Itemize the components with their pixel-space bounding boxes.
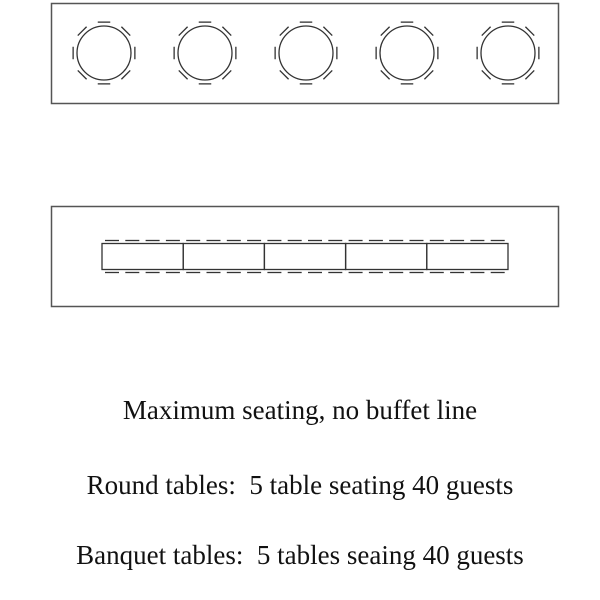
banquet-table-top xyxy=(344,242,428,271)
chair xyxy=(120,26,131,37)
chair xyxy=(178,26,189,37)
chair xyxy=(279,26,290,37)
round-table-top xyxy=(76,25,132,81)
chair xyxy=(178,69,189,80)
banquet-table-top xyxy=(101,242,184,271)
chair xyxy=(77,69,88,80)
caption-round-tables: Round tables: 5 table seating 40 guests xyxy=(86,470,514,500)
chair xyxy=(481,69,492,80)
round-table-top xyxy=(379,25,435,81)
round-table-top xyxy=(177,25,233,81)
chair xyxy=(77,26,88,37)
banquet-table-top xyxy=(182,242,266,271)
chair xyxy=(120,69,131,80)
chair xyxy=(481,26,492,37)
round-room-outline xyxy=(50,2,560,105)
banquet-tables xyxy=(101,239,509,274)
banquet-table xyxy=(182,239,266,274)
chair xyxy=(423,26,434,37)
round-table xyxy=(375,21,439,85)
chair xyxy=(423,69,434,80)
caption-title: Maximum seating, no buffet line xyxy=(122,395,478,425)
banquet-room-outline xyxy=(50,205,560,308)
caption-banquet-tables: Banquet tables: 5 tables seaing 40 guest… xyxy=(76,540,524,570)
chair xyxy=(221,69,232,80)
banquet-table xyxy=(344,239,428,274)
chair xyxy=(380,69,391,80)
banquet-table xyxy=(263,239,347,274)
banquet-table-top xyxy=(263,242,347,271)
chair xyxy=(279,69,290,80)
round-table xyxy=(173,21,237,85)
banquet-table xyxy=(101,239,184,274)
round-table-top xyxy=(480,25,536,81)
round-table xyxy=(476,21,540,85)
round-table xyxy=(72,21,136,85)
round-tables xyxy=(72,21,540,85)
banquet-table xyxy=(426,239,509,274)
round-table-top xyxy=(278,25,334,81)
chair xyxy=(221,26,232,37)
chair xyxy=(524,69,535,80)
chair xyxy=(380,26,391,37)
round-table xyxy=(274,21,338,85)
chair xyxy=(322,69,333,80)
banquet-table-top xyxy=(426,242,509,271)
chair xyxy=(322,26,333,37)
chair xyxy=(524,26,535,37)
